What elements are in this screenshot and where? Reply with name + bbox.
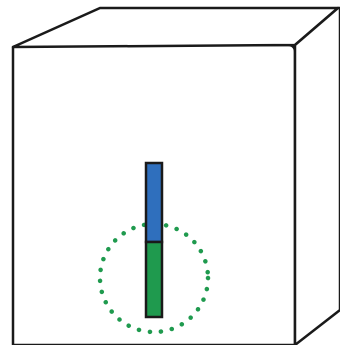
rod-lower-segment [146,242,162,317]
rod [146,163,162,317]
box-top-face [13,8,338,47]
box [13,8,340,345]
rod-upper-segment [146,163,162,242]
box-side-face [295,8,340,345]
